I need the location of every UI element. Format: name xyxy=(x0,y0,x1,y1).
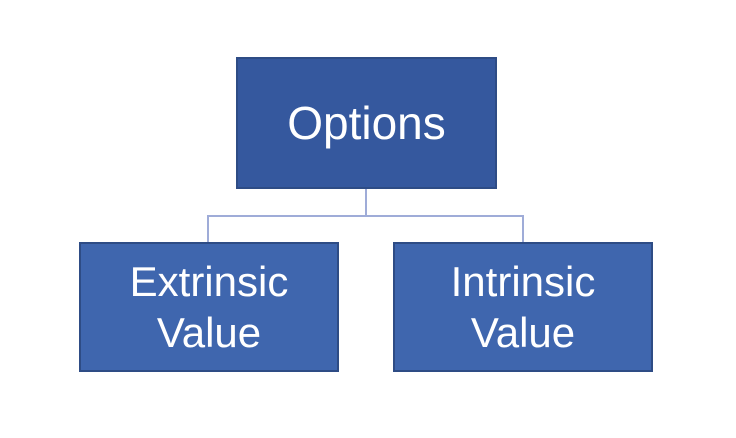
node-intrinsic-value-label-line-1: Intrinsic xyxy=(450,257,596,305)
node-extrinsic-value-label-line-2: Value xyxy=(156,309,262,356)
connector-crossbar xyxy=(207,215,524,217)
node-extrinsic-value-label-line-1: Extrinsic xyxy=(129,257,289,305)
node-options-label: Options xyxy=(287,97,446,149)
node-intrinsic-value-label-line-2: Value xyxy=(470,309,576,356)
node-extrinsic-value: Extrinsic Value xyxy=(79,242,339,372)
node-options: Options xyxy=(236,57,497,189)
connector-drop-left xyxy=(207,215,209,243)
connector-stem xyxy=(365,189,367,216)
node-intrinsic-value: Intrinsic Value xyxy=(393,242,653,372)
connector-drop-right xyxy=(522,215,524,243)
